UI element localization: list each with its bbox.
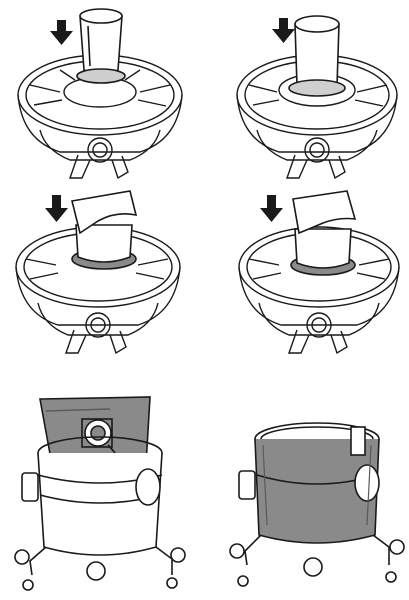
cartridge-filter-seated [288,15,346,97]
filter-housing [236,54,398,180]
step-3-panel [0,185,205,375]
vacuum-drum [229,422,405,587]
cartridge-filter [71,224,137,270]
step-1-drawing [17,8,183,180]
vacuum-drum [14,436,186,591]
step-6-drawing [229,422,405,587]
cartridge-filter [76,8,126,84]
filter-housing [238,226,400,355]
step-1-panel [0,0,205,185]
step-4-drawing [238,190,400,355]
step-6-panel [205,375,409,600]
installed-bag-liner [262,444,372,526]
step-3-drawing [15,190,181,355]
step-2-drawing [236,15,398,180]
filter-bag-sleeve [71,190,138,235]
step-4-panel [205,185,409,375]
down-arrow-icon [272,18,295,43]
cartridge-filter [290,228,356,276]
down-arrow-icon [50,20,73,45]
down-arrow-icon [260,195,283,222]
step-2-panel [205,0,409,185]
filter-bag-sleeve-fitted [292,190,357,235]
step-5-panel [0,375,205,600]
down-arrow-icon [45,195,68,222]
step-5-drawing [14,396,186,591]
